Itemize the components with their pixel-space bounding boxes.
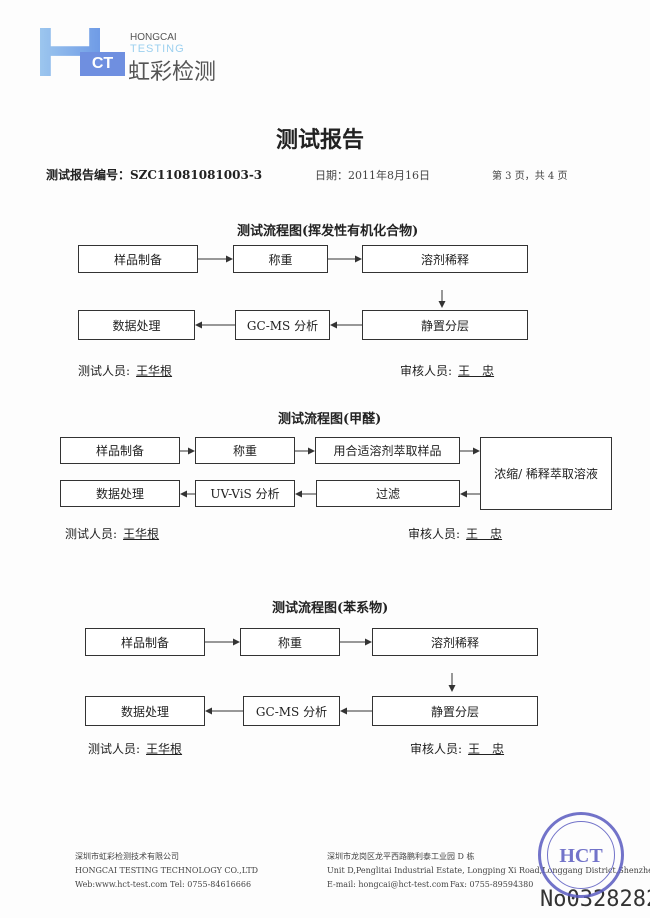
- arrow-icon: [330, 321, 362, 329]
- report-date: 日期：2011年8月16日: [315, 169, 430, 182]
- flow-step: 样品制备: [85, 628, 205, 656]
- flow-step: 静置分层: [362, 310, 528, 340]
- logo-ct-mark: CT: [80, 52, 125, 76]
- tester-line: 测试人员: 王华根: [78, 362, 178, 379]
- arrow-icon: [205, 707, 243, 715]
- reviewer-name: 王 忠: [468, 742, 505, 756]
- arrow-icon: [295, 447, 315, 454]
- arrow-icon: [180, 447, 195, 454]
- arrow-icon: [180, 490, 195, 497]
- company-stamp: HCT: [538, 812, 624, 898]
- arrow-icon: [328, 255, 362, 263]
- telephone: Tel: 0755-84616666: [170, 880, 252, 889]
- flow-step: 数据处理: [60, 480, 180, 507]
- arrow-icon: [460, 490, 480, 497]
- tester-line: 测试人员: 王华根: [88, 740, 188, 757]
- arrow-icon: [340, 707, 372, 715]
- tester-label: 测试人员:: [88, 742, 141, 756]
- tester-label: 测试人员:: [78, 364, 131, 378]
- address-en: Unit D,Penglitai Industrial Estate, Long…: [327, 866, 650, 875]
- flow-title: 测试流程图(挥发性有机化合物): [237, 224, 419, 239]
- arrow-icon: [195, 321, 235, 329]
- company-cn: 深圳市虹彩检测技术有限公司: [75, 852, 179, 861]
- flow-step: 溶剂稀释: [362, 245, 528, 273]
- reviewer-name: 王 忠: [466, 527, 503, 541]
- flow-step: GC-MS 分析: [235, 310, 330, 340]
- tester-label: 测试人员:: [65, 527, 118, 541]
- report-number: 测试报告编号：SZC11081081003-3: [46, 168, 263, 182]
- flow-step: 静置分层: [372, 696, 538, 726]
- tester-name: 王华根: [123, 527, 160, 541]
- address-cn: 深圳市龙岗区龙平西路鹏利泰工业园 D 栋: [327, 852, 475, 861]
- reviewer-label: 审核人员:: [408, 527, 461, 541]
- tester-line: 测试人员: 王华根: [65, 525, 165, 542]
- arrow-icon: [340, 638, 372, 646]
- flow-step: 称重: [233, 245, 328, 273]
- arrow-icon: [460, 447, 480, 454]
- flow-step: 样品制备: [60, 437, 180, 464]
- flow-step: 过滤: [316, 480, 460, 507]
- flow-step: 样品制备: [78, 245, 198, 273]
- arrow-icon: [205, 638, 240, 646]
- email: E-mail: hongcai@hct-test.com: [327, 880, 449, 889]
- flow-step: 浓缩/ 稀释萃取溶液: [480, 437, 612, 510]
- page-number: 第 3 页，共 4 页: [492, 171, 568, 182]
- tester-name: 王华根: [146, 742, 183, 756]
- flow-title: 测试流程图(甲醛): [278, 412, 382, 427]
- flow-step: 称重: [195, 437, 295, 464]
- flow-step: GC-MS 分析: [243, 696, 340, 726]
- company-en: HONGCAI TESTING TECHNOLOGY CO.,LTD: [75, 866, 259, 875]
- flow-step: 数据处理: [78, 310, 195, 340]
- fax: Fax: 0755-89594380: [450, 880, 534, 889]
- logo-en1: HONGCAI: [130, 32, 177, 43]
- reviewer-line: 审核人员: 王 忠: [400, 362, 500, 379]
- page-title: 测试报告: [276, 127, 365, 153]
- stamp-center: HCT: [559, 845, 603, 867]
- logo-en2: TESTING: [130, 43, 185, 55]
- website: Web:www.hct-test.com: [75, 880, 168, 889]
- arrow-down-icon: [438, 290, 446, 308]
- flow-step: 用合适溶剂萃取样品: [315, 437, 460, 464]
- flow-step: 称重: [240, 628, 340, 656]
- reviewer-label: 审核人员:: [410, 742, 463, 756]
- reviewer-line: 审核人员: 王 忠: [410, 740, 510, 757]
- logo-cn: 虹彩检测: [128, 60, 217, 85]
- flow-step: 数据处理: [85, 696, 205, 726]
- arrow-down-icon: [448, 673, 456, 692]
- flow-title: 测试流程图(苯系物): [272, 601, 389, 616]
- flow-step: 溶剂稀释: [372, 628, 538, 656]
- flow-step: UV-ViS 分析: [195, 480, 295, 507]
- reviewer-label: 审核人员:: [400, 364, 453, 378]
- arrow-icon: [198, 255, 233, 263]
- arrow-icon: [295, 490, 316, 497]
- reviewer-line: 审核人员: 王 忠: [408, 525, 508, 542]
- tester-name: 王华根: [136, 364, 173, 378]
- reviewer-name: 王 忠: [458, 364, 495, 378]
